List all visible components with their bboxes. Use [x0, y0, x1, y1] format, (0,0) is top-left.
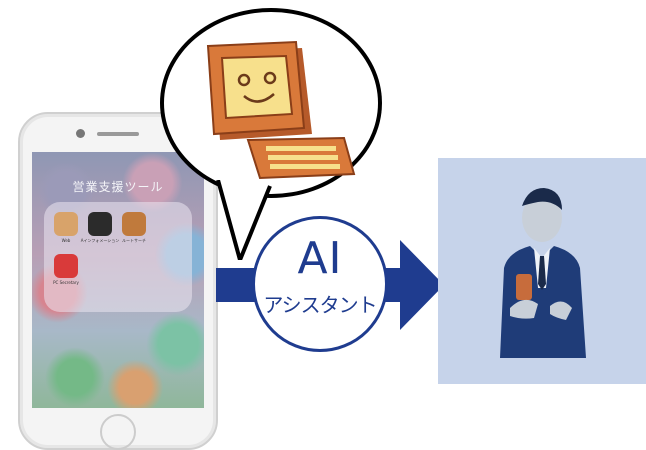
home-button[interactable] [100, 414, 136, 450]
businessman-icon [500, 188, 586, 358]
dark-app-icon[interactable] [88, 212, 112, 236]
phone-speaker [97, 132, 139, 136]
speech-bubble-tail [216, 180, 272, 260]
app-label: ルートサーチ [122, 238, 146, 243]
orange-app-icon[interactable] [122, 212, 146, 236]
character-app-icon[interactable] [54, 212, 78, 236]
ai-subtitle: アシスタント [263, 293, 377, 317]
ai-title: AI [297, 233, 343, 284]
businessman-panel [438, 158, 646, 384]
speech-bubble [160, 8, 382, 198]
phone-screen: 営業支援ツール Web Aインフォメーション ルートサーチ PC Secreta… [32, 152, 204, 408]
ai-assistant-circle: AI アシスタント [252, 216, 388, 352]
app-folder-title: 営業支援ツール [72, 180, 164, 194]
app-label: Web [61, 238, 71, 243]
app-label: Aインフォメーション [80, 238, 120, 243]
app-folder: Web Aインフォメーション ルートサーチ PC Secretary [44, 202, 192, 312]
smartphone: 営業支援ツール Web Aインフォメーション ルートサーチ PC Secreta… [18, 112, 218, 450]
app-label: PC Secretary [53, 280, 79, 285]
red-app-icon[interactable] [54, 254, 78, 278]
phone-camera [76, 129, 85, 138]
arrow-right-icon [400, 240, 444, 330]
robot-computer-icon [206, 40, 356, 180]
